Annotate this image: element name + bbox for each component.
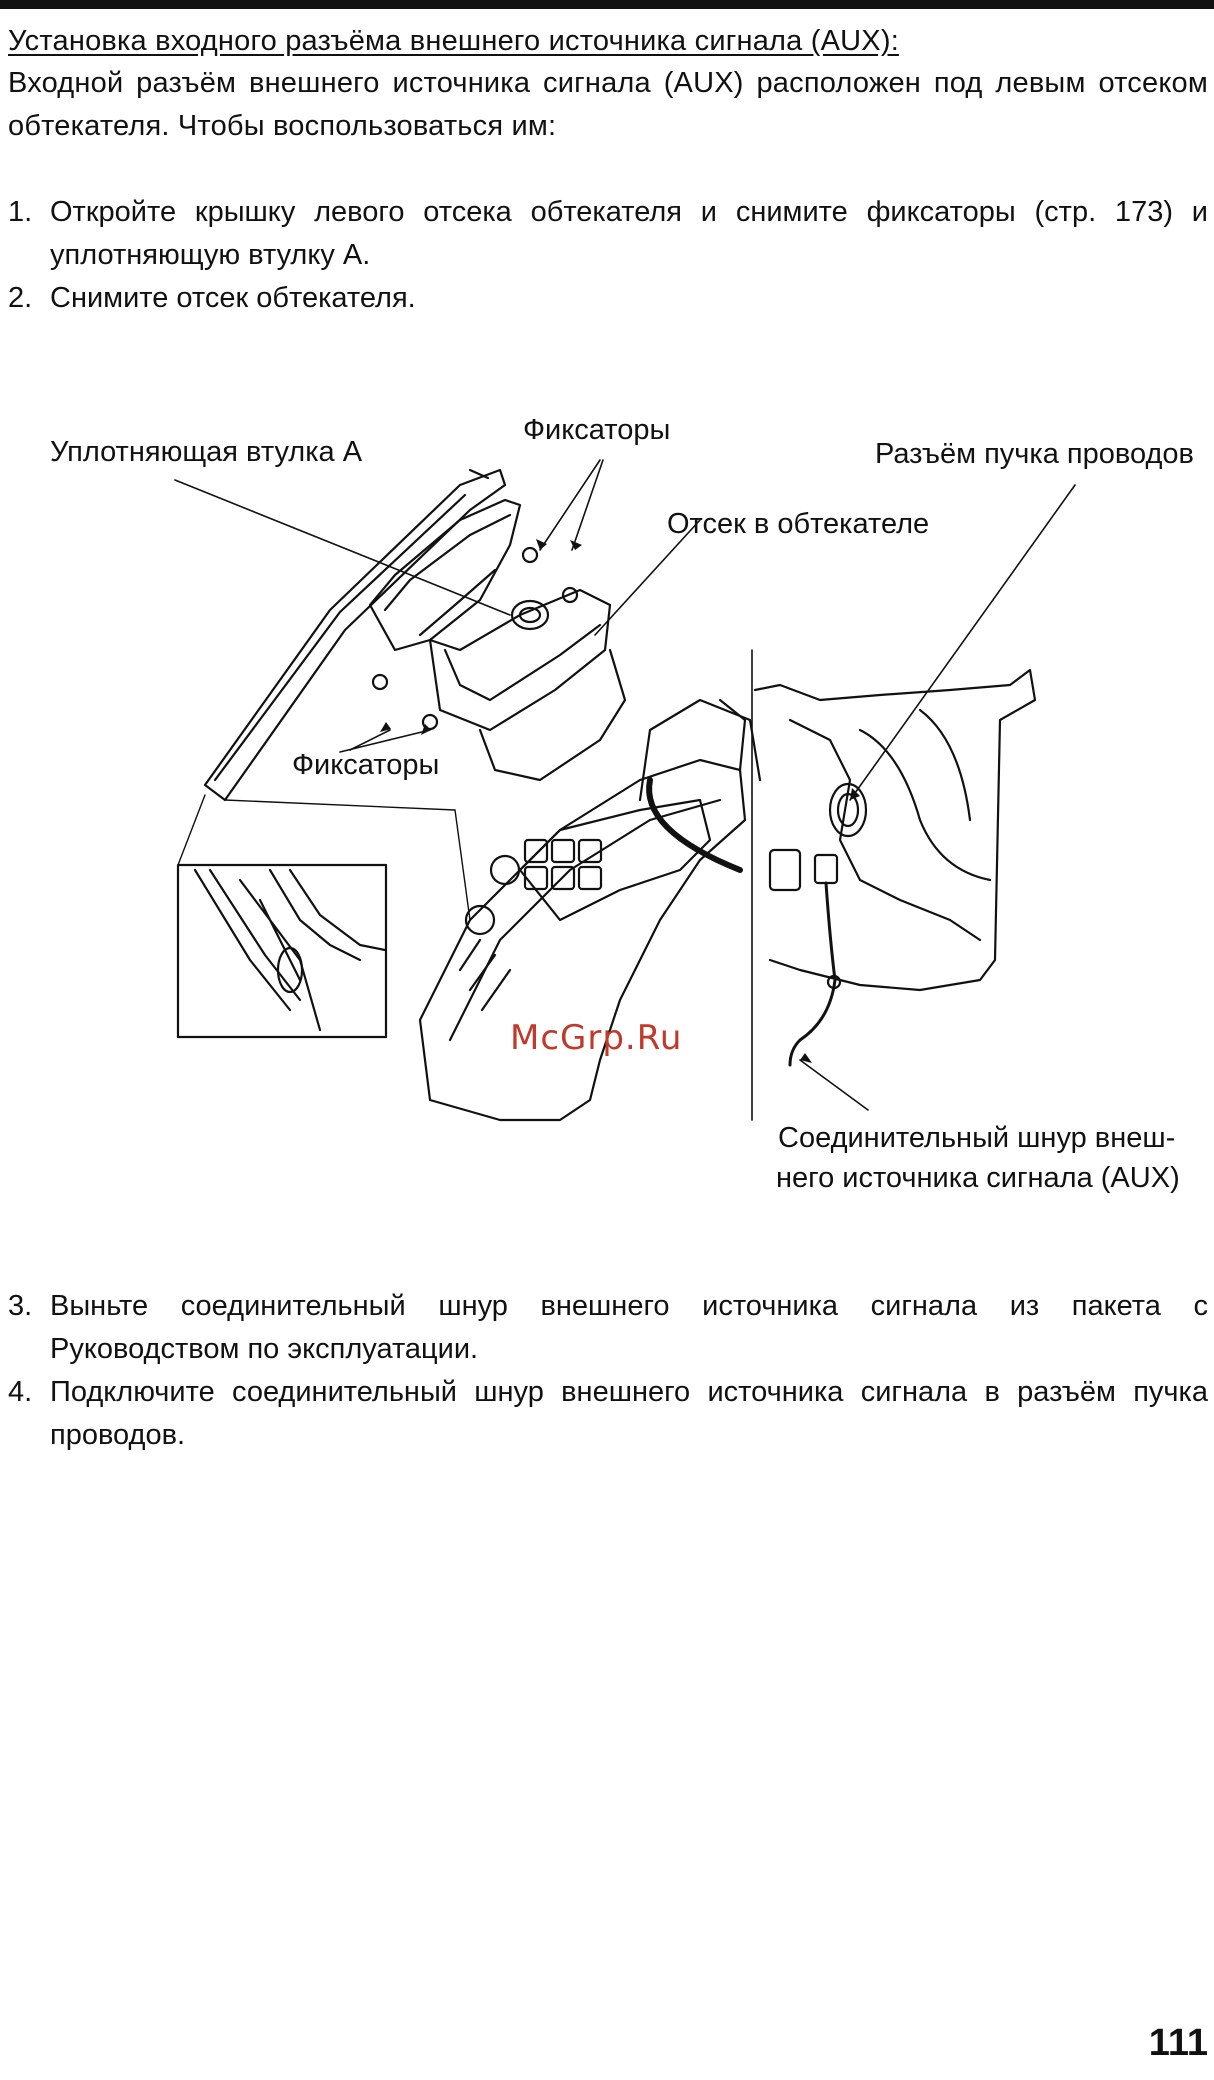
installation-diagram: Уплотняющая втулка A Фиксаторы Разъём пу… xyxy=(0,400,1214,1220)
label-grommet-a: Уплотняющая втулка A xyxy=(50,436,363,468)
label-aux-cord-line2: него источника сигнала (AUX) xyxy=(776,1162,1180,1194)
diagram-illustration xyxy=(174,459,1076,1122)
label-harness-connector: Разъём пучка проводов xyxy=(875,438,1194,470)
list-item: 1.Откройте крышку левого отсека обтекате… xyxy=(8,196,1208,271)
list-item: 3.Выньте соединительный шнур внешнего ис… xyxy=(8,1290,1208,1365)
label-fairing-pocket: Отсек в обтекателе xyxy=(667,508,930,540)
list-item: 4.Подключите соединительный шнур внешнег… xyxy=(8,1376,1208,1451)
list-item: 2.Снимите отсек обтекателя. xyxy=(8,282,416,314)
steps-list-top: 1.Откройте крышку левого отсека обтекате… xyxy=(8,191,1208,320)
intro-paragraph: Входной разъём внешнего источника сигнал… xyxy=(8,67,1208,142)
watermark-logo: McGrp.Ru xyxy=(510,1018,683,1058)
label-clips-bottom: Фиксаторы xyxy=(292,749,440,781)
page-number: 111 xyxy=(1148,2022,1208,2064)
top-rule xyxy=(0,0,1214,9)
section-heading: Установка входного разъёма внешнего исто… xyxy=(8,25,899,57)
steps-list-bottom: 3.Выньте соединительный шнур внешнего ис… xyxy=(8,1285,1208,1457)
label-aux-cord-line1: Соединительный шнур внеш- xyxy=(778,1122,1176,1154)
label-clips-top: Фиксаторы xyxy=(523,414,671,446)
